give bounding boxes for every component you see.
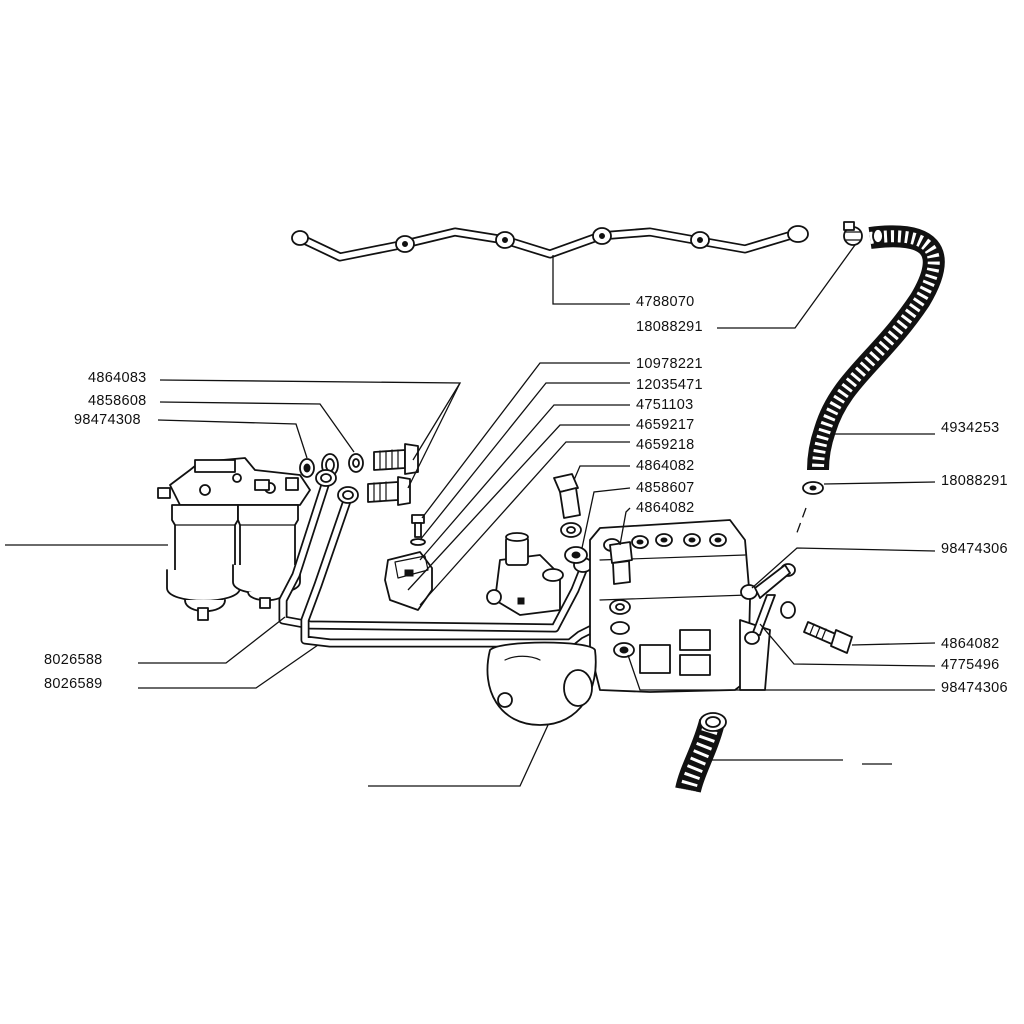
label-4864082-center-b: 4864082 <box>636 500 695 516</box>
label-98474308: 98474308 <box>74 412 141 428</box>
banjo-bolts-group-upper <box>299 443 419 506</box>
label-98474306: 98474306 <box>941 541 1008 557</box>
bracket-and-bolt <box>384 514 433 611</box>
hose-clip-top <box>843 221 863 246</box>
label-4858608: 4858608 <box>88 393 147 409</box>
fuel-filter-assembly <box>157 457 311 621</box>
return-hose <box>807 225 945 471</box>
label-4751103: 4751103 <box>636 397 693 413</box>
label-8026588: 8026588 <box>44 652 103 668</box>
fuel-pipes <box>278 469 605 648</box>
label-4864082-center: 4864082 <box>636 458 695 474</box>
label-4659218: 4659218 <box>636 437 695 453</box>
label-18088291-top: 18088291 <box>636 319 703 335</box>
label-4775496: 4775496 <box>941 657 1000 673</box>
pump-fittings <box>553 473 635 658</box>
label-4864082-right: 4864082 <box>941 636 1000 652</box>
leak-off-rail <box>291 225 809 262</box>
short-hose <box>675 712 727 794</box>
part-number-labels: 4788070 18088291 4864083 4858608 9847430… <box>44 294 1008 696</box>
label-4788070: 4788070 <box>636 294 695 310</box>
label-4858607: 4858607 <box>636 480 695 496</box>
hose-clip-lower <box>802 481 824 495</box>
right-side-fittings <box>740 563 853 654</box>
label-4659217: 4659217 <box>636 417 695 433</box>
label-12035471: 12035471 <box>636 377 703 393</box>
label-4934253: 4934253 <box>941 420 1000 436</box>
label-8026589: 8026589 <box>44 676 103 692</box>
label-4864083: 4864083 <box>88 370 147 386</box>
label-98474306-b: 98474306 <box>941 680 1008 696</box>
leader-lines <box>5 244 936 787</box>
label-10978221: 10978221 <box>636 356 703 372</box>
label-18088291-right: 18088291 <box>941 473 1008 489</box>
